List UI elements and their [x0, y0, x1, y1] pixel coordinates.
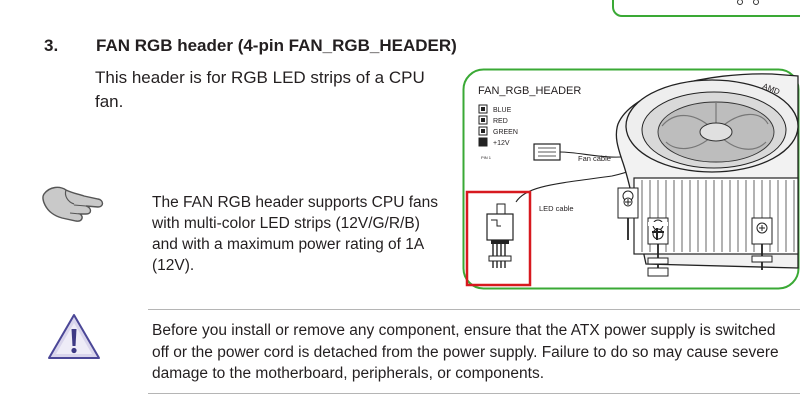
warning-text: Before you install or remove any compone…	[152, 320, 800, 385]
previous-diagram-fragment	[737, 0, 759, 5]
note-line: The FAN RGB header supports CPU fans	[152, 194, 439, 211]
led-cable-label: LED cable	[539, 204, 574, 213]
cpu-cooler: AMD	[615, 73, 799, 277]
pin-label-green: GREEN	[493, 129, 518, 136]
fan-rgb-header-diagram: FAN_RGB_HEADER BLUE RED GREEN +12V PIN 1…	[462, 68, 800, 290]
fan-cable-connector	[533, 143, 635, 161]
pin-label-red: RED	[493, 118, 508, 125]
note-text: The FAN RGB header supports CPU fans wit…	[152, 192, 452, 276]
warning-line: damage to the motherboard, peripherals, …	[152, 365, 545, 382]
previous-diagram-frame	[612, 0, 800, 17]
fan-cable-label: Fan cable	[578, 154, 611, 163]
note-line: with multi-color LED strips (12V/G/R/B)	[152, 215, 420, 232]
note-line: (12V).	[152, 257, 195, 274]
pin-legend: BLUE RED GREEN +12V PIN 1	[478, 104, 518, 160]
section-number: 3.	[44, 36, 59, 55]
note-line: and with a maximum power rating of 1A	[152, 236, 425, 253]
warning-line: off or the power cord is detached from t…	[152, 343, 779, 361]
rgb-connector-highlight	[465, 190, 532, 287]
header-label: FAN_RGB_HEADER	[478, 85, 581, 97]
section-title: FAN RGB header (4-pin FAN_RGB_HEADER)	[96, 36, 457, 55]
pin1-label: PIN 1	[481, 155, 492, 160]
rgb-connector	[486, 203, 514, 268]
warning-line: Before you install or remove any compone…	[152, 322, 776, 339]
hand-point-icon	[42, 186, 104, 222]
pin-label-12v: +12V	[493, 140, 510, 147]
section-intro: This header is for RGB LED strips of a C…	[95, 68, 425, 111]
warning-divider	[148, 393, 800, 394]
pin-label-blue: BLUE	[493, 107, 512, 114]
section-divider	[148, 309, 800, 310]
warning-icon	[48, 314, 100, 359]
